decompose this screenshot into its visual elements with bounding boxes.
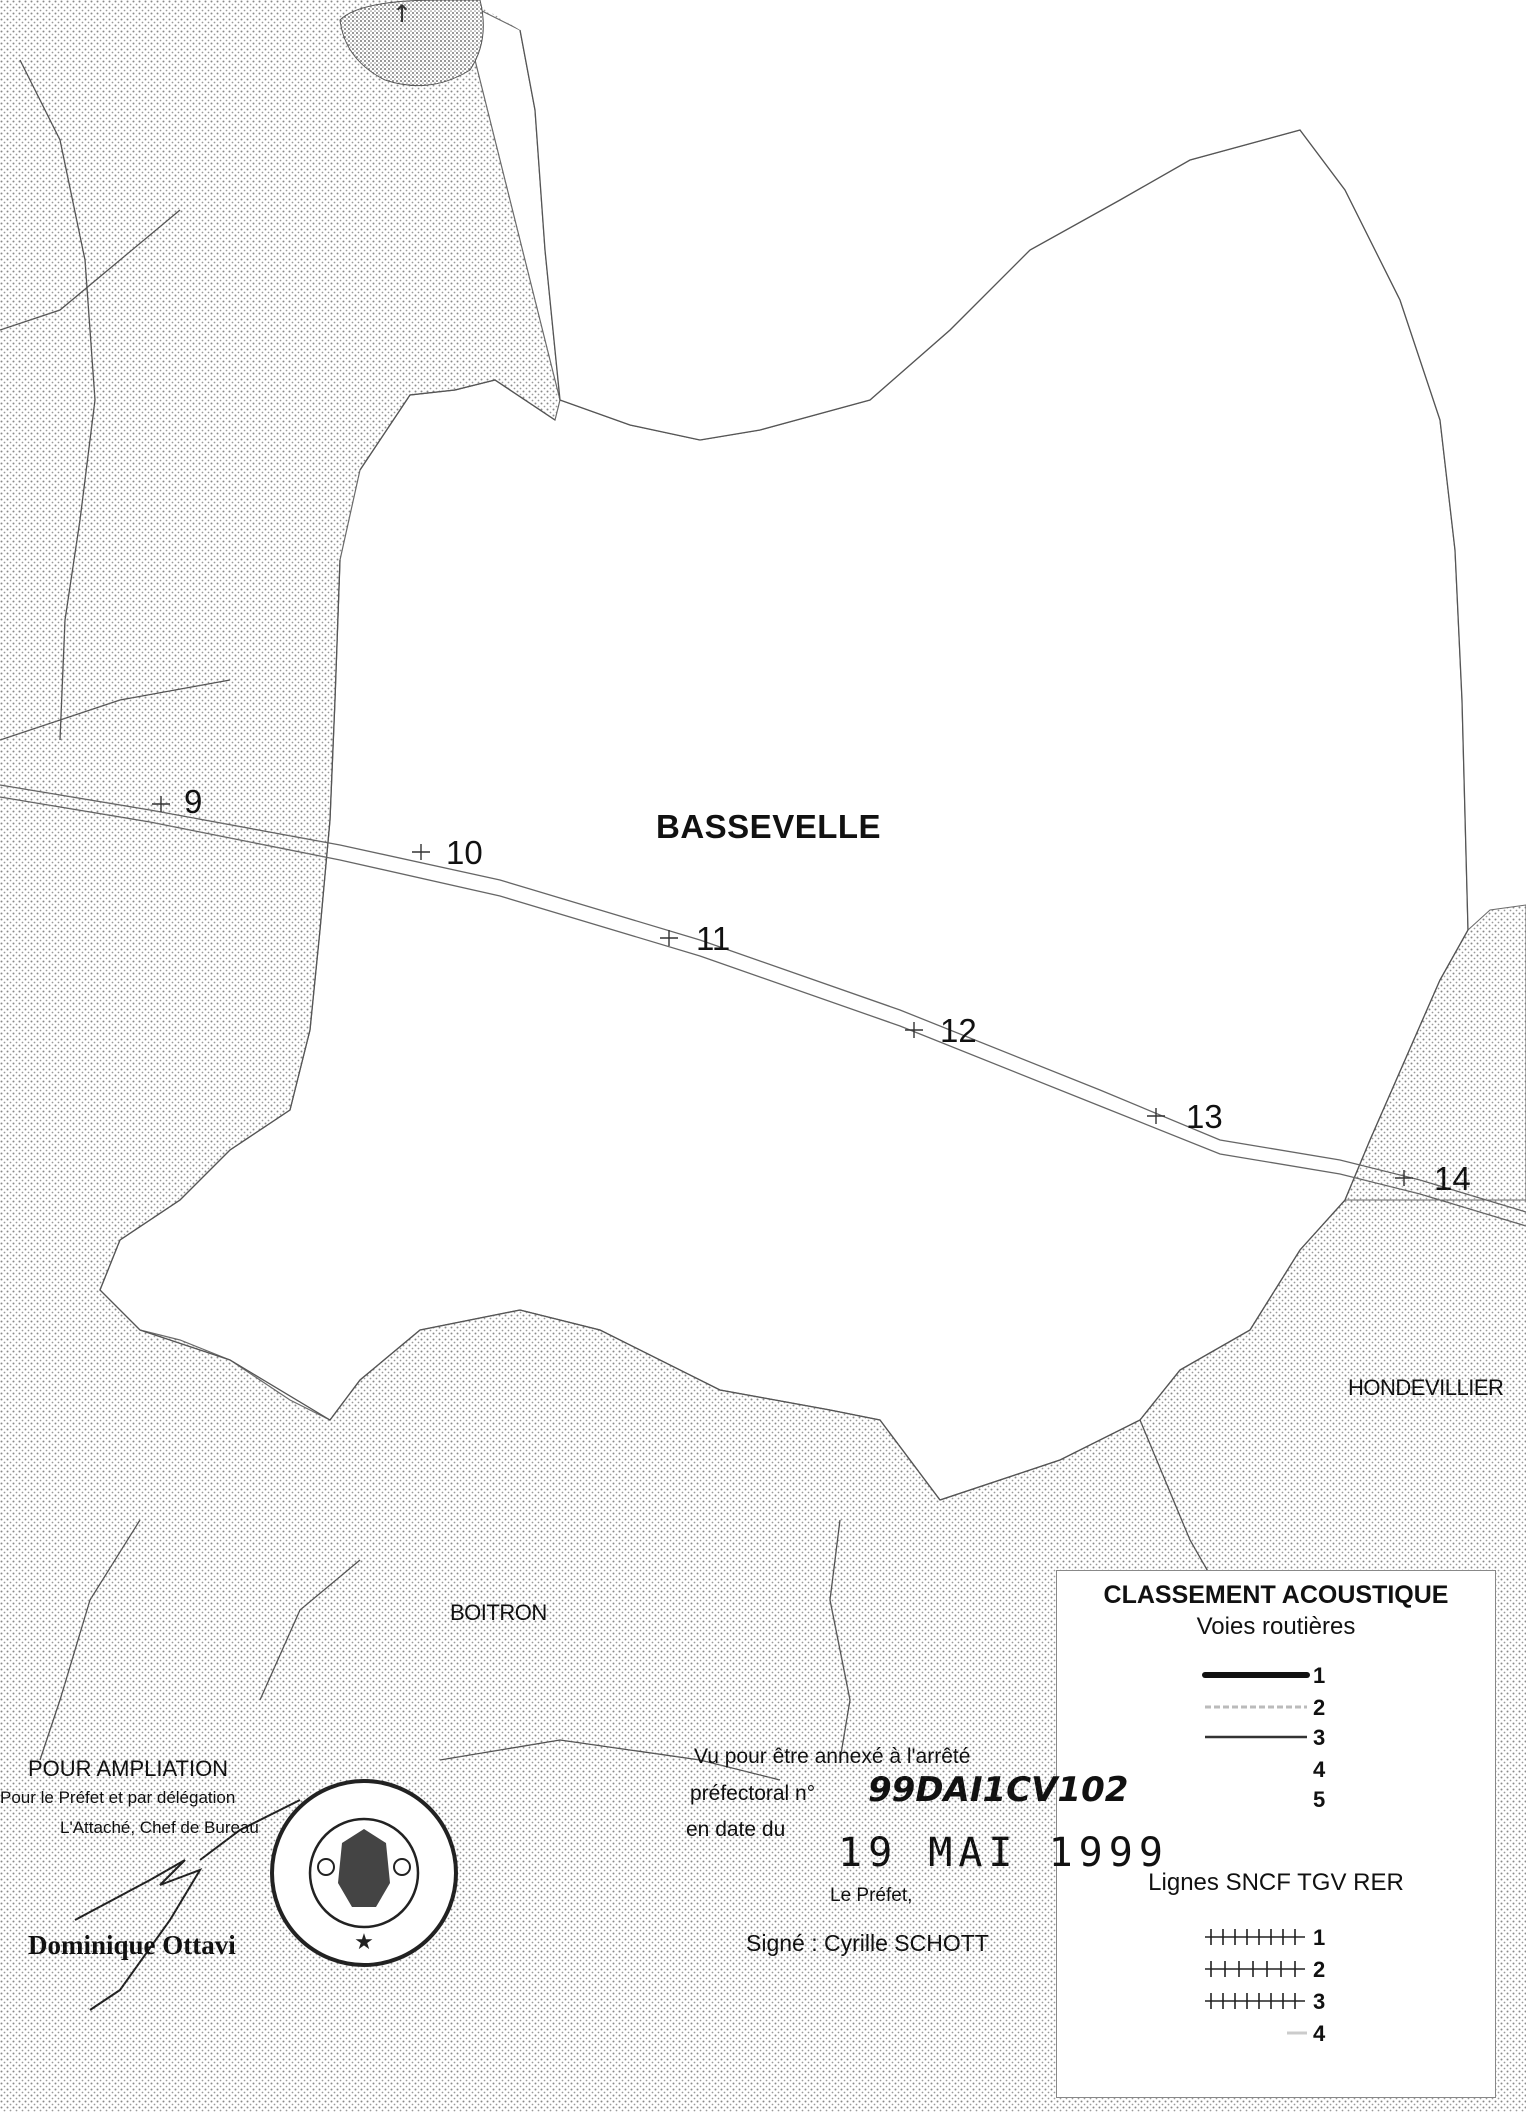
pr-label: 14 <box>1434 1160 1471 1197</box>
legend-road-cat: 1 <box>1313 1663 1326 1688</box>
pr-label: 13 <box>1186 1098 1223 1135</box>
commune-boundaries <box>0 29 1469 1781</box>
pr-label: 12 <box>940 1012 977 1049</box>
annex-date: 19 MAI 1999 <box>838 1830 1169 1876</box>
prefecture-seal: ★ <box>270 1779 458 1967</box>
pr-label: 11 <box>696 920 731 957</box>
legend-rail-cat: 3 <box>1313 1989 1326 2014</box>
commune-label-main: BASSEVELLE <box>656 808 882 845</box>
legend-rail-title: Lignes SNCF TGV RER <box>1148 1869 1404 1896</box>
annex-line-1: Vu pour être annexé à l'arrêté <box>694 1745 971 1768</box>
ampliation-name: Dominique Ottavi <box>28 1930 236 1960</box>
annex-line-2: préfectoral n° <box>690 1782 816 1805</box>
legend-road-cat: 5 <box>1313 1787 1326 1812</box>
commune-label-east: HONDEVILLIER <box>1348 1375 1504 1400</box>
annex-line-3: en date du <box>686 1818 786 1841</box>
pr-markers <box>152 796 1413 1186</box>
signature-scribble <box>74 1799 301 2011</box>
pr-label: 9 <box>184 783 203 820</box>
legend-roads-title: Voies routières <box>1196 1613 1356 1640</box>
legend-road-cat: 3 <box>1313 1725 1326 1750</box>
north-arrow-fragment: ↑ <box>392 0 412 28</box>
arrete-number: 99DAI1CV102 <box>868 1770 1129 1810</box>
bassevelle-north-area <box>470 0 1526 930</box>
legend-road-symbols <box>1202 1672 1310 2035</box>
legend-road-cat: 4 <box>1313 1757 1326 1782</box>
ampliation-line-1: POUR AMPLIATION <box>28 1756 229 1781</box>
legend-road-cat: 2 <box>1313 1695 1326 1720</box>
ampliation-line-2: Pour le Préfet et par délégation <box>0 1788 236 1807</box>
legend-rail-cat: 2 <box>1313 1957 1326 1982</box>
legend-rail-cat: 4 <box>1313 2021 1326 2046</box>
road-rd <box>0 784 1526 1227</box>
wooded-area <box>339 0 484 87</box>
legend-title: CLASSEMENT ACOUSTIQUE <box>1103 1581 1449 1609</box>
svg-text:★: ★ <box>354 1929 374 1954</box>
commune-label-south: BOITRON <box>450 1600 547 1625</box>
ampliation-line-3: L'Attaché, Chef de Bureau <box>60 1818 259 1837</box>
legend-rail-cat: 1 <box>1313 1925 1326 1950</box>
legend-box: CLASSEMENT ACOUSTIQUE Voies routières 1 … <box>1056 1570 1496 2098</box>
annex-signed: Signé : Cyrille SCHOTT <box>746 1930 989 1956</box>
annex-prefet: Le Préfet, <box>830 1885 913 1906</box>
pr-label: 10 <box>446 834 483 871</box>
